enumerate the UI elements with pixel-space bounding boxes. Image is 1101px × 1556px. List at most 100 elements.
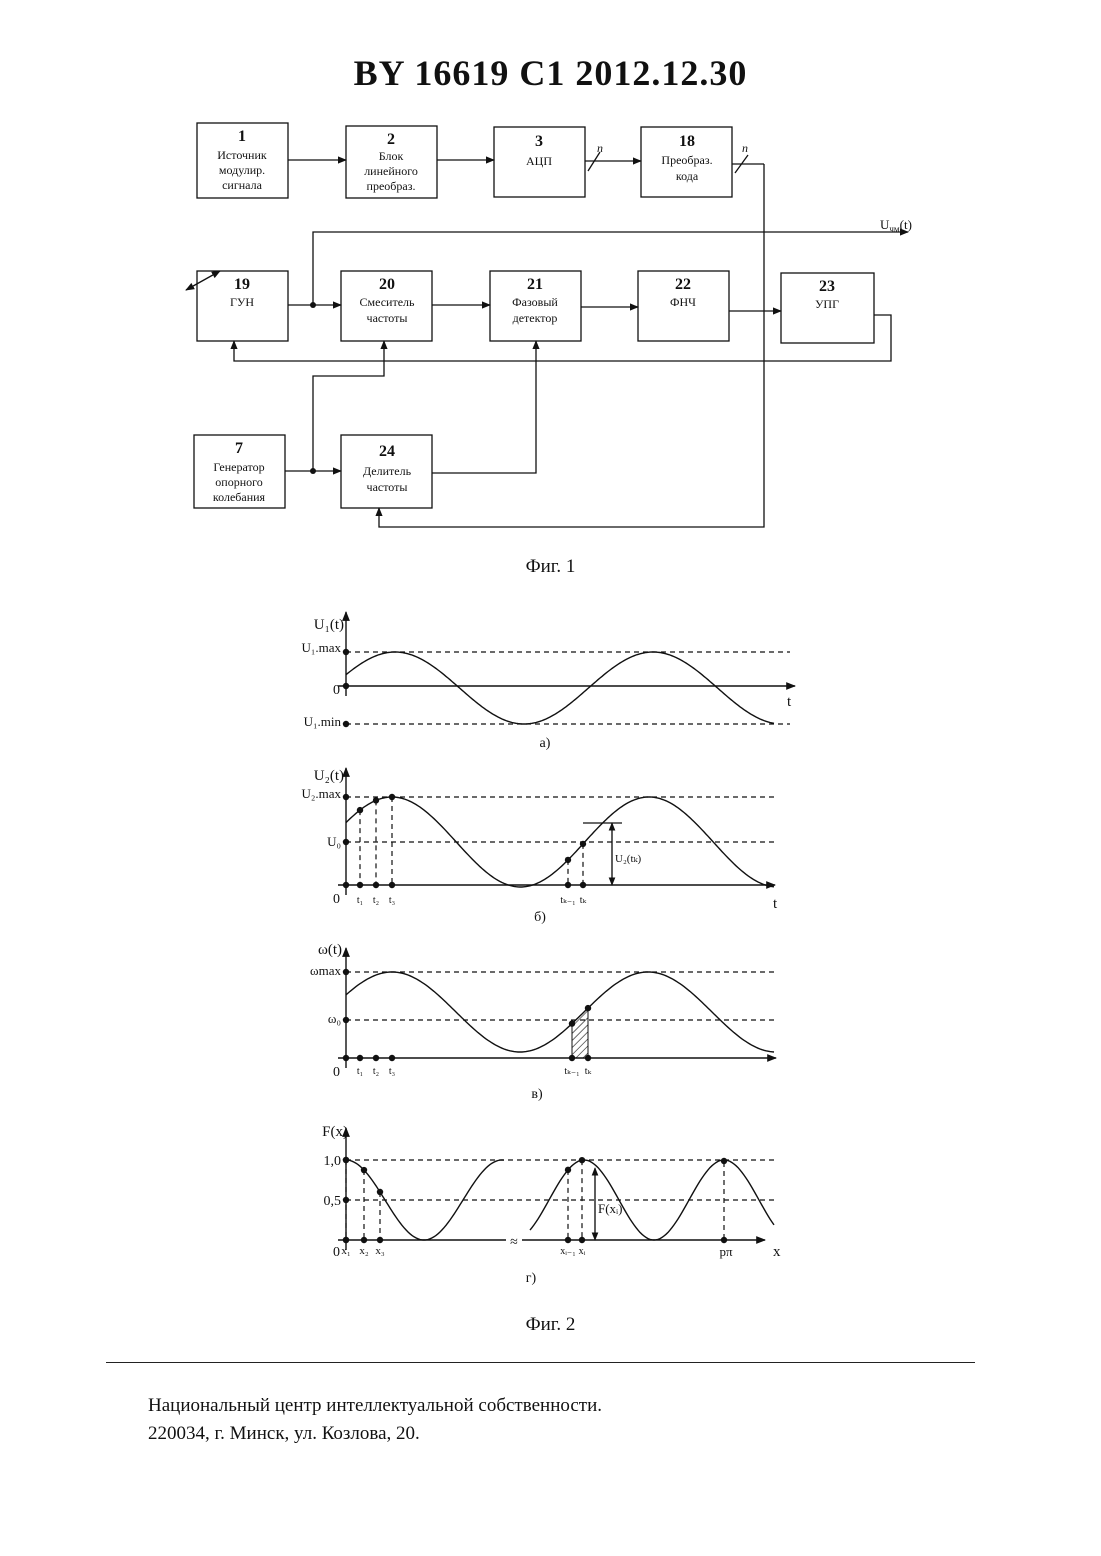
panel-c-tick-label: tₖ₋₁	[564, 1066, 579, 1077]
panel-b-tick-point	[389, 882, 395, 888]
panel-a-tag: а)	[540, 736, 551, 751]
panel-d-sample-point	[361, 1167, 367, 1173]
panel-c-tick-point	[373, 1055, 379, 1061]
panel-c-zero-label: 0	[333, 1065, 340, 1080]
panel-d-xlabel: x	[773, 1244, 781, 1260]
block-1-number: 1	[238, 128, 246, 145]
block-7-text: опорного	[215, 475, 262, 489]
panel-d-tick-point	[565, 1237, 571, 1243]
figure-canvas: 1 Источник модулир. сигнала 2 Блок линей…	[0, 0, 1101, 1350]
block-20-text: Смеситель	[359, 295, 415, 309]
footer-line-1: Национальный центр интеллектуальной собс…	[148, 1392, 602, 1420]
panel-d-half-label: 0,5	[324, 1194, 342, 1209]
block-21-number: 21	[527, 276, 543, 293]
panel-c-sample-point	[585, 1005, 591, 1011]
block-18-text: Преобраз.	[661, 153, 712, 167]
panel-b-sample-point	[565, 857, 571, 863]
point	[343, 839, 349, 845]
block-7-number: 7	[235, 440, 243, 457]
panel-d-sample-point	[377, 1189, 383, 1195]
point	[343, 794, 349, 800]
panel-a-ymax-label: U₁.max	[301, 640, 341, 655]
block-20-number: 20	[379, 276, 395, 293]
panel-d-tick-label: xᵢ	[579, 1246, 586, 1257]
block-22-number: 22	[675, 276, 691, 293]
bus-width-label: n	[597, 141, 603, 155]
panel-c-tick-point	[389, 1055, 395, 1061]
panel-a-zero-label: 0	[333, 683, 340, 698]
panel-d-ylabel: F(x)	[322, 1124, 348, 1140]
panel-c-tick-label: t₁	[357, 1066, 363, 1077]
panel-d-tick-point	[377, 1237, 383, 1243]
block-1-text: Источник	[217, 148, 267, 162]
panel-c-frequency-curve	[346, 972, 774, 1052]
block-1-text: модулир.	[219, 163, 265, 177]
panel-d-tick-label: x₂	[359, 1245, 369, 1257]
panel-d-annotation: F(xᵢ)	[598, 1201, 623, 1216]
block-20-text: частоты	[367, 311, 408, 325]
footer-publisher: Национальный центр интеллектуальной собс…	[148, 1392, 602, 1448]
panel-c-tick-point	[357, 1055, 363, 1061]
panel-d-zero-label: 0	[333, 1245, 340, 1260]
footer-line-2: 220034, г. Минск, ул. Козлова, 20.	[148, 1420, 602, 1448]
bus-width-label: n	[742, 141, 748, 155]
panel-d-tick-point	[579, 1237, 585, 1243]
fig2-timing-plots: U₁(t)U₁.max0U₁.mintа)t₁t₂t₃tₖ₋₁tₖU₂(tₖ)U…	[301, 612, 795, 1286]
block-2-text: линейного	[364, 164, 418, 178]
point	[343, 969, 349, 975]
point	[343, 1055, 349, 1061]
panel-b-sample-point	[389, 794, 395, 800]
block-24-number: 24	[379, 443, 395, 460]
panel-b-tick-label: t₁	[357, 895, 363, 906]
panel-d-sample-point	[579, 1157, 585, 1163]
block-7-text: Генератор	[213, 460, 264, 474]
panel-b-zero-label: 0	[333, 892, 340, 907]
point	[343, 683, 349, 689]
panel-d-function-curve	[346, 1160, 504, 1240]
panel-b-xlabel: t	[773, 896, 778, 912]
panel-b-tick-label: tₖ	[580, 895, 587, 906]
panel-d-tag: г)	[526, 1271, 537, 1286]
panel-d-axis-break-mark: ≈	[510, 1235, 518, 1250]
panel-d-tick-label: x₁	[341, 1245, 351, 1257]
block-22-text: ФНЧ	[670, 295, 696, 309]
panel-b-tick-point	[373, 882, 379, 888]
block-23-text: УПГ	[815, 297, 839, 311]
point	[343, 1017, 349, 1023]
block-18-text: кода	[676, 169, 699, 183]
panel-b-tick-point	[580, 882, 586, 888]
panel-b-annotation: U₂(tₖ)	[615, 853, 642, 865]
block-21-text: детектор	[513, 311, 558, 325]
point	[343, 882, 349, 888]
panel-b-ymax-label: U₂.max	[301, 786, 341, 801]
block-23-number: 23	[819, 278, 835, 295]
block-1-text: сигнала	[222, 178, 263, 192]
fig2-caption: Фиг. 2	[0, 1314, 1101, 1336]
panel-c-sample-point	[569, 1020, 575, 1026]
panel-c-w0-label: ω₀	[328, 1011, 341, 1026]
block-3-text: АЦП	[526, 154, 552, 168]
fig1-caption: Фиг. 1	[0, 556, 1101, 578]
panel-d-sample-point	[565, 1167, 571, 1173]
block-21-text: Фазовый	[512, 295, 558, 309]
panel-b-sample-point	[580, 841, 586, 847]
block-2-text: Блок	[379, 149, 404, 163]
point	[343, 649, 349, 655]
panel-d-tick-point	[343, 1237, 349, 1243]
panel-c-tag: в)	[531, 1087, 543, 1102]
block-2-number: 2	[387, 131, 395, 148]
block-2-text: преобраз.	[367, 179, 416, 193]
block-19-text: ГУН	[230, 295, 254, 309]
panel-c-tick-label: t₂	[373, 1066, 379, 1077]
block-18-number: 18	[679, 133, 695, 150]
panel-c-ylabel: ω(t)	[318, 942, 342, 958]
panel-a-signal-curve	[346, 652, 774, 724]
panel-d-tick-point	[721, 1237, 727, 1243]
panel-c-ymax-label: ωmax	[310, 963, 341, 978]
panel-b-sample-point	[373, 797, 379, 803]
panel-d-one-label: 1,0	[324, 1154, 342, 1169]
panel-d-sample-point	[343, 1157, 349, 1163]
panel-a-xlabel: t	[787, 694, 792, 710]
panel-b-ylabel: U₂(t)	[314, 768, 344, 784]
panel-b-tick-label: t₂	[373, 895, 379, 906]
